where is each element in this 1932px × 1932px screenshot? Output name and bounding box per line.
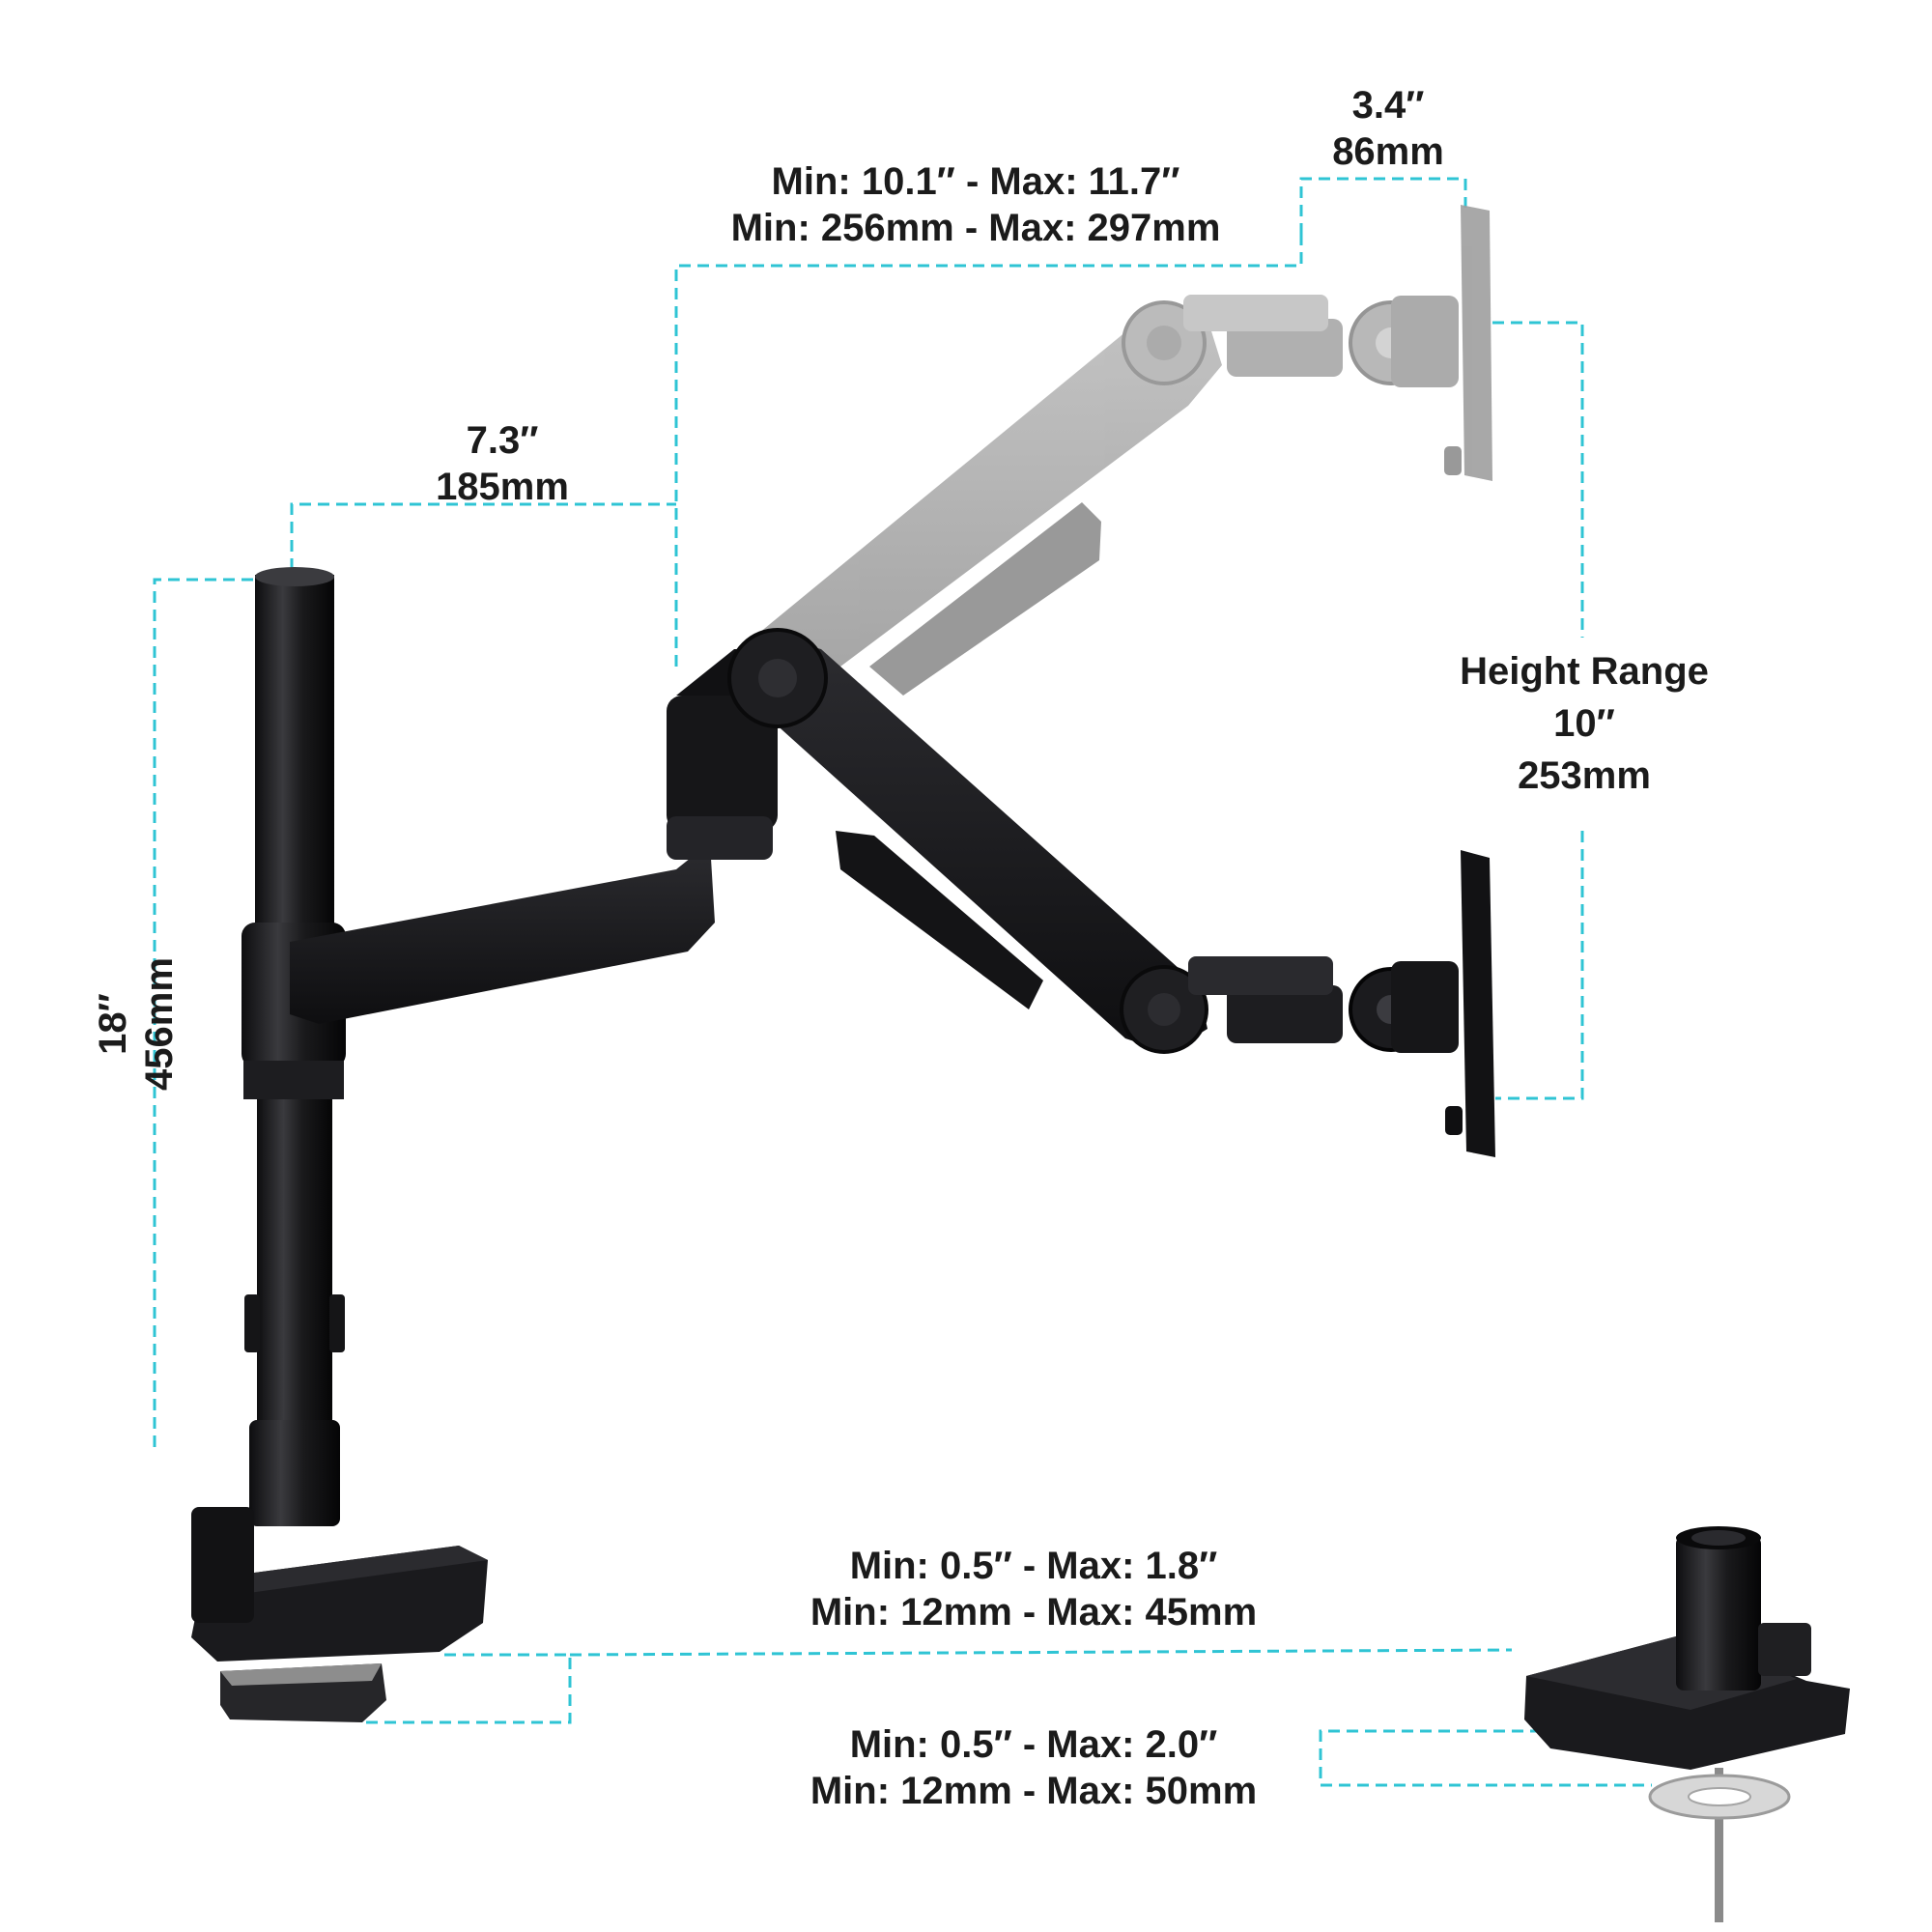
monitor-depth-imperial: 3.4″ — [1351, 84, 1425, 127]
height-range-imperial: 10″ — [1553, 702, 1615, 745]
lower-arm-body — [290, 842, 715, 1024]
height-range-title: Height Range — [1460, 650, 1709, 693]
pole-lower — [257, 1099, 332, 1423]
pole-height-imperial: 18″ — [92, 993, 134, 1055]
pole-height-metric: 456mm — [138, 957, 181, 1091]
vesa-plate — [1461, 850, 1495, 1157]
grommet-thickness-label: Min: 0.5″ - Max: 2.0″ Min: 12mm - Max: 5… — [744, 1721, 1323, 1814]
pole — [242, 567, 346, 1526]
pole-height-label: 18″ 456mm — [90, 927, 183, 1121]
height-range-label: Height Range 10″ 253mm — [1420, 645, 1748, 802]
arm1-reach-metric: 185mm — [436, 466, 569, 508]
arm1-reach-line — [290, 502, 676, 570]
clamp-thickness-imperial: Min: 0.5″ - Max: 1.8″ — [849, 1545, 1218, 1587]
ghost-tilt-bracket — [1227, 319, 1343, 377]
grommet-thickness-metric: Min: 12mm - Max: 50mm — [810, 1770, 1258, 1812]
lower-arm-riser — [667, 696, 778, 831]
clamp-thickness-label: Min: 0.5″ - Max: 1.8″ Min: 12mm - Max: 4… — [734, 1543, 1333, 1635]
arm2-reach-imperial: Min: 10.1″ - Max: 11.7″ — [771, 160, 1180, 203]
lower-arm — [290, 649, 778, 1024]
monitor-depth-metric: 86mm — [1332, 130, 1444, 173]
clamp-thickness-metric: Min: 12mm - Max: 45mm — [810, 1591, 1258, 1634]
dimension-lines — [153, 177, 1652, 1787]
pole-upper — [255, 575, 334, 942]
grommet-thickness-imperial: Min: 0.5″ - Max: 2.0″ — [849, 1723, 1218, 1766]
grommet-post — [1676, 1536, 1761, 1690]
clamp-thickness-extension — [569, 1648, 1513, 1657]
gas-spring-housing — [836, 831, 1043, 1009]
clamp-back — [191, 1507, 254, 1623]
arm2-reach-metric: Min: 256mm - Max: 297mm — [730, 207, 1221, 249]
height-range-top-line — [1492, 321, 1584, 638]
black-arm-lowered — [727, 628, 1495, 1157]
arm1-reach-label: 7.3″ 185mm — [406, 417, 599, 510]
monitor-depth-label: 3.4″ 86mm — [1292, 82, 1485, 175]
ghost-arm-raised — [753, 205, 1492, 696]
ghost-vesa-plate — [1461, 205, 1492, 481]
clamp-thickness-line — [362, 1653, 572, 1724]
grommet-bolt — [1715, 1768, 1723, 1922]
tilt-bracket — [1227, 985, 1343, 1043]
arm2-reach-label: Min: 10.1″ - Max: 11.7″ Min: 256mm - Max… — [667, 158, 1285, 251]
arm1-reach-imperial: 7.3″ — [466, 419, 539, 462]
monitor-depth-line — [1299, 177, 1467, 235]
desk-clamp — [191, 1507, 488, 1722]
ghost-gas-spring — [869, 502, 1101, 696]
ghost-forearm — [753, 304, 1222, 696]
pole-height-line — [153, 578, 253, 1449]
height-range-bottom-line — [1495, 831, 1584, 1100]
grommet-mount — [1524, 1526, 1850, 1922]
grommet-thickness-line — [1319, 1729, 1652, 1787]
forearm — [734, 638, 1208, 1053]
height-range-metric: 253mm — [1518, 754, 1651, 797]
